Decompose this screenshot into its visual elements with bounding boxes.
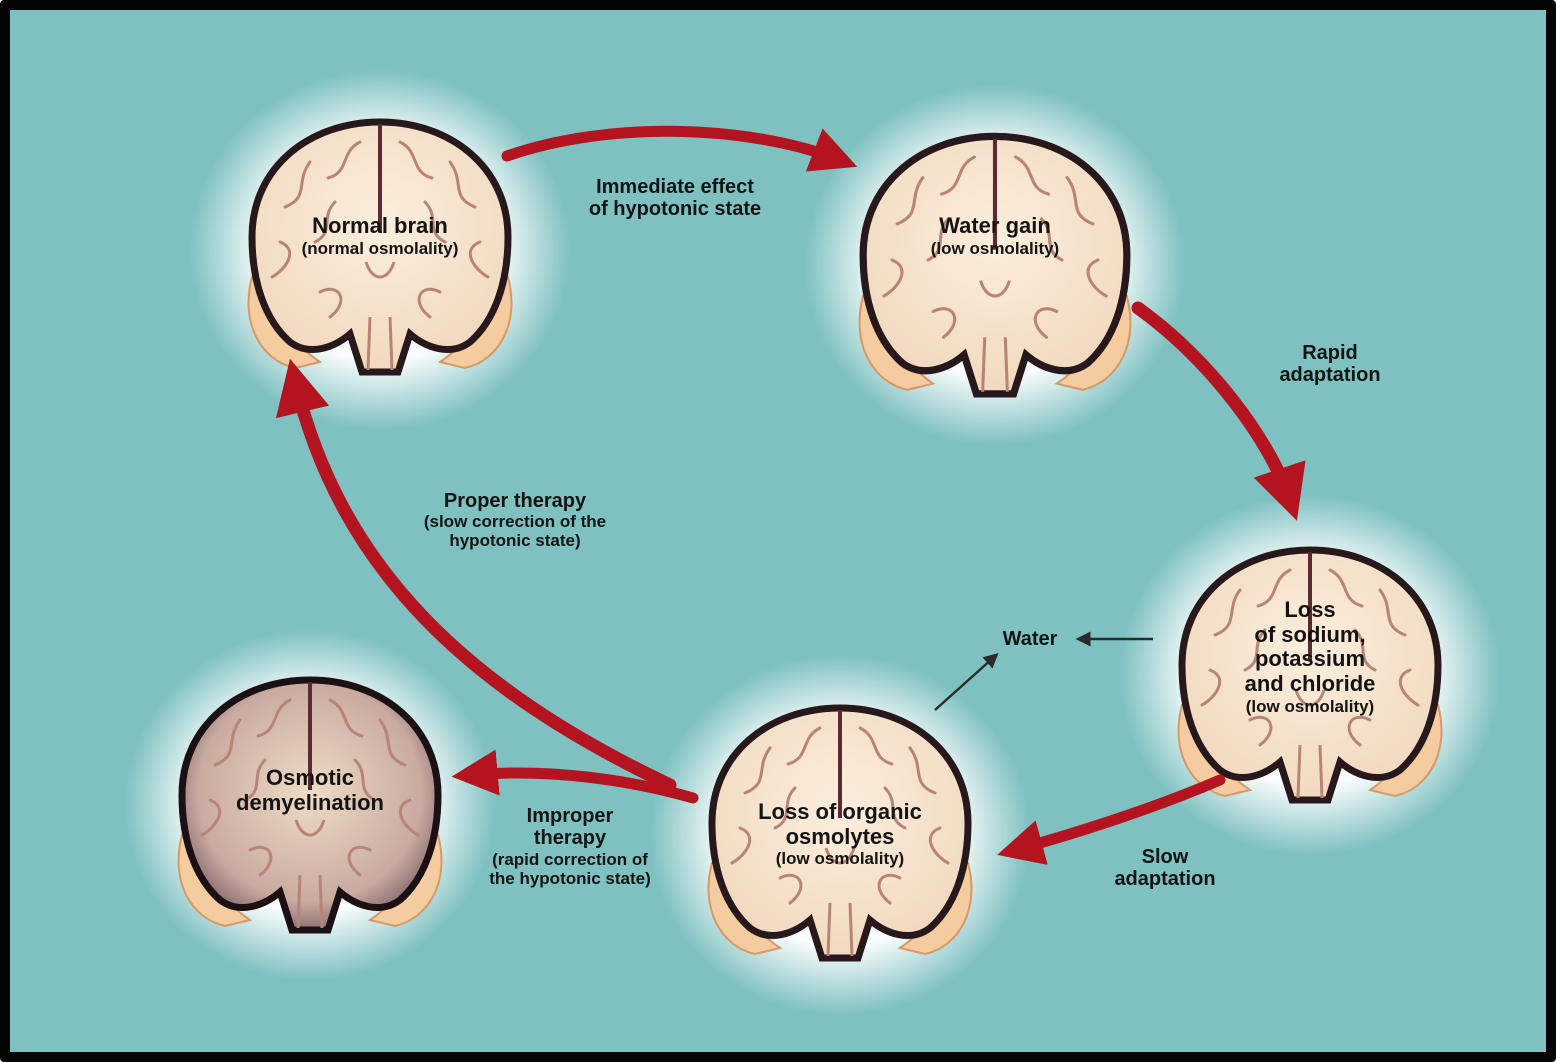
label-water: Water bbox=[975, 628, 1085, 650]
immediate-effect-line-1: Immediate effect bbox=[530, 176, 820, 198]
label-osmolyte-loss: Loss of organic osmolytes (low osmolalit… bbox=[715, 800, 965, 868]
ion-loss-subtitle: (low osmolality) bbox=[1190, 697, 1430, 716]
proper-therapy-detail-line-1: (slow correction of the bbox=[365, 512, 665, 531]
improper-therapy-detail-line-1: (rapid correction of bbox=[435, 850, 705, 869]
osmolyte-loss-title-line-2: osmolytes bbox=[715, 825, 965, 850]
water-gain-title: Water gain bbox=[870, 214, 1120, 239]
ion-loss-title-line-3: potassium bbox=[1190, 647, 1430, 672]
label-rapid-adaptation: Rapid adaptation bbox=[1240, 342, 1420, 387]
improper-therapy-title-line-2: therapy bbox=[435, 827, 705, 849]
immediate-effect-line-2: of hypotonic state bbox=[530, 198, 820, 220]
label-ion-loss: Loss of sodium, potassium and chloride (… bbox=[1190, 598, 1430, 716]
ion-loss-title-line-4: and chloride bbox=[1190, 672, 1430, 697]
osmolyte-loss-title-line-1: Loss of organic bbox=[715, 800, 965, 825]
water-label: Water bbox=[975, 628, 1085, 650]
label-water-gain: Water gain (low osmolality) bbox=[870, 214, 1120, 258]
label-demyelination: Osmotic demyelination bbox=[190, 766, 430, 815]
water-gain-subtitle: (low osmolality) bbox=[870, 239, 1120, 258]
label-immediate-effect: Immediate effect of hypotonic state bbox=[530, 176, 820, 221]
improper-therapy-title-line-1: Improper bbox=[435, 805, 705, 827]
brain-water-gain bbox=[860, 136, 1131, 394]
rapid-adaptation-line-1: Rapid bbox=[1240, 342, 1420, 364]
label-slow-adaptation: Slow adaptation bbox=[1075, 846, 1255, 891]
label-normal-brain: Normal brain (normal osmolality) bbox=[250, 214, 510, 258]
demyelination-title-line-1: Osmotic bbox=[190, 766, 430, 791]
slow-adaptation-line-2: adaptation bbox=[1075, 868, 1255, 890]
proper-therapy-title: Proper therapy bbox=[365, 490, 665, 512]
demyelination-title-line-2: demyelination bbox=[190, 791, 430, 816]
normal-brain-subtitle: (normal osmolality) bbox=[250, 239, 510, 258]
label-proper-therapy: Proper therapy (slow correction of the h… bbox=[365, 490, 665, 550]
improper-therapy-detail-line-2: the hypotonic state) bbox=[435, 869, 705, 888]
ion-loss-title-line-1: Loss bbox=[1190, 598, 1430, 623]
slow-adaptation-line-1: Slow bbox=[1075, 846, 1255, 868]
diagram-canvas bbox=[10, 10, 1556, 1062]
osmolyte-loss-subtitle: (low osmolality) bbox=[715, 849, 965, 868]
proper-therapy-detail-line-2: hypotonic state) bbox=[365, 531, 665, 550]
rapid-adaptation-line-2: adaptation bbox=[1240, 364, 1420, 386]
normal-brain-title: Normal brain bbox=[250, 214, 510, 239]
ion-loss-title-line-2: of sodium, bbox=[1190, 623, 1430, 648]
label-improper-therapy: Improper therapy (rapid correction of th… bbox=[435, 805, 705, 888]
